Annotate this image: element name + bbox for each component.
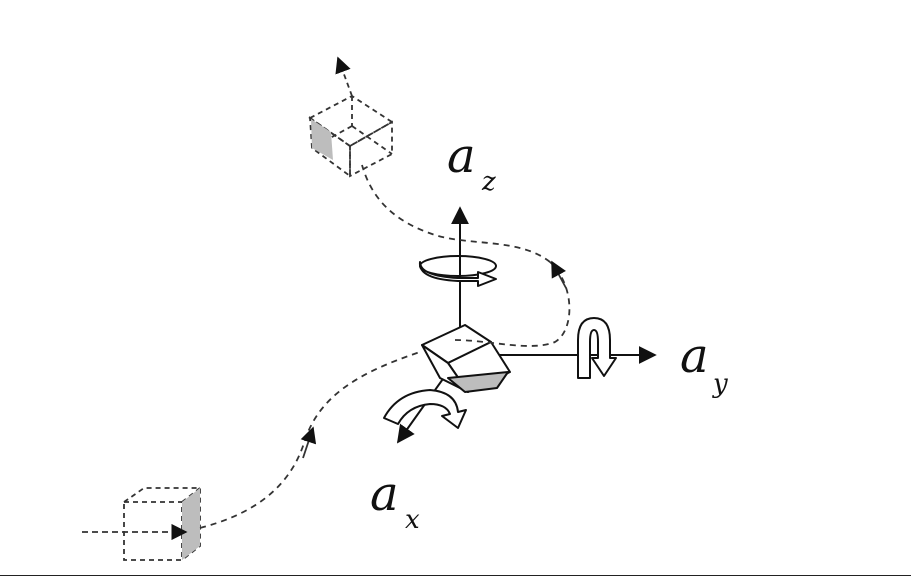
rotation-z-arrow-icon xyxy=(418,255,497,287)
trajectory-arrowheads xyxy=(300,260,567,459)
axis-label-x-subscript: x xyxy=(405,505,420,535)
rotation-y-arrow-icon xyxy=(577,317,617,379)
bottom-cube-icon xyxy=(123,487,201,561)
axis-label-z-subscript: z xyxy=(481,167,496,197)
top-cube-icon xyxy=(308,94,394,178)
axis-label-y-subscript: y xyxy=(712,369,728,399)
rotation-x-arrow-icon xyxy=(383,389,467,429)
center-cube-icon xyxy=(421,324,511,393)
axis-label-y: a y xyxy=(680,328,728,399)
axis-label-y-symbol: a xyxy=(680,328,709,384)
axis-label-x-symbol: a xyxy=(370,466,399,522)
axis-label-z: a z xyxy=(447,128,496,197)
axis-label-x: a x xyxy=(370,466,420,535)
axis-label-z-symbol: a xyxy=(447,128,476,184)
top-cube-exit-arrow xyxy=(335,56,353,97)
bottom-border-line xyxy=(0,575,911,576)
